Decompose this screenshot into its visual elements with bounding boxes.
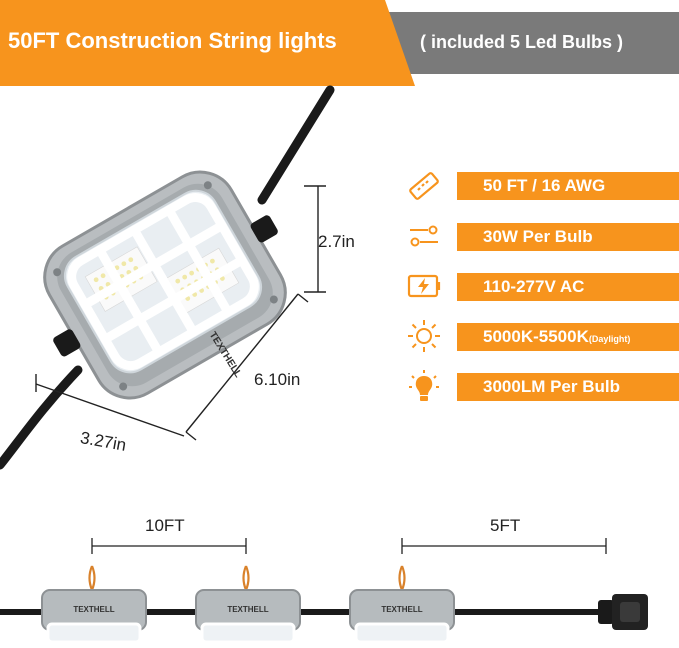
spec-voltage: 110-277V AC	[457, 273, 679, 301]
svg-text:TEXTHELL: TEXTHELL	[73, 605, 114, 614]
svg-text:TEXTHELL: TEXTHELL	[381, 605, 422, 614]
spec-length-label: 50 FT / 16 AWG	[483, 176, 606, 195]
page-subtitle: ( included 5 Led Bulbs )	[420, 32, 624, 52]
spec-lumens: 3000LM Per Bulb	[457, 373, 679, 401]
bulb-spacing-label: 10FT	[145, 516, 185, 535]
height-dimension: 2.7in	[318, 232, 355, 251]
subtitle-banner	[385, 12, 679, 74]
sun-icon	[408, 320, 440, 352]
string-lights-illustration: TEXTHELL TEXTHELL TEXTHELL	[0, 538, 648, 644]
spec-color-temp-label: 5000K-5500K	[483, 327, 589, 346]
svg-text:TEXTHELL: TEXTHELL	[227, 605, 268, 614]
spec-voltage-label: 110-277V AC	[483, 277, 585, 296]
plug-spacing-label: 5FT	[490, 516, 521, 535]
sliders-icon	[410, 225, 438, 247]
string-lamp: TEXTHELL	[41, 565, 147, 644]
work-light-illustration	[0, 85, 335, 470]
light-bulb-icon	[409, 370, 439, 401]
spec-color-temp: 5000K-5500K(Daylight)	[457, 323, 679, 351]
spec-length: 50 FT / 16 AWG	[457, 172, 679, 200]
spec-wattage: 30W Per Bulb	[457, 223, 679, 251]
title-banner	[0, 0, 415, 86]
battery-charge-icon	[407, 274, 441, 298]
spec-color-temp-suffix: (Daylight)	[588, 334, 631, 344]
page-title: 50FT Construction String lights	[8, 28, 337, 53]
spec-lumens-label: 3000LM Per Bulb	[483, 377, 620, 396]
length-dimension: 6.10in	[254, 370, 301, 389]
spec-wattage-label: 30W Per Bulb	[483, 227, 593, 246]
ruler-icon	[409, 172, 439, 200]
